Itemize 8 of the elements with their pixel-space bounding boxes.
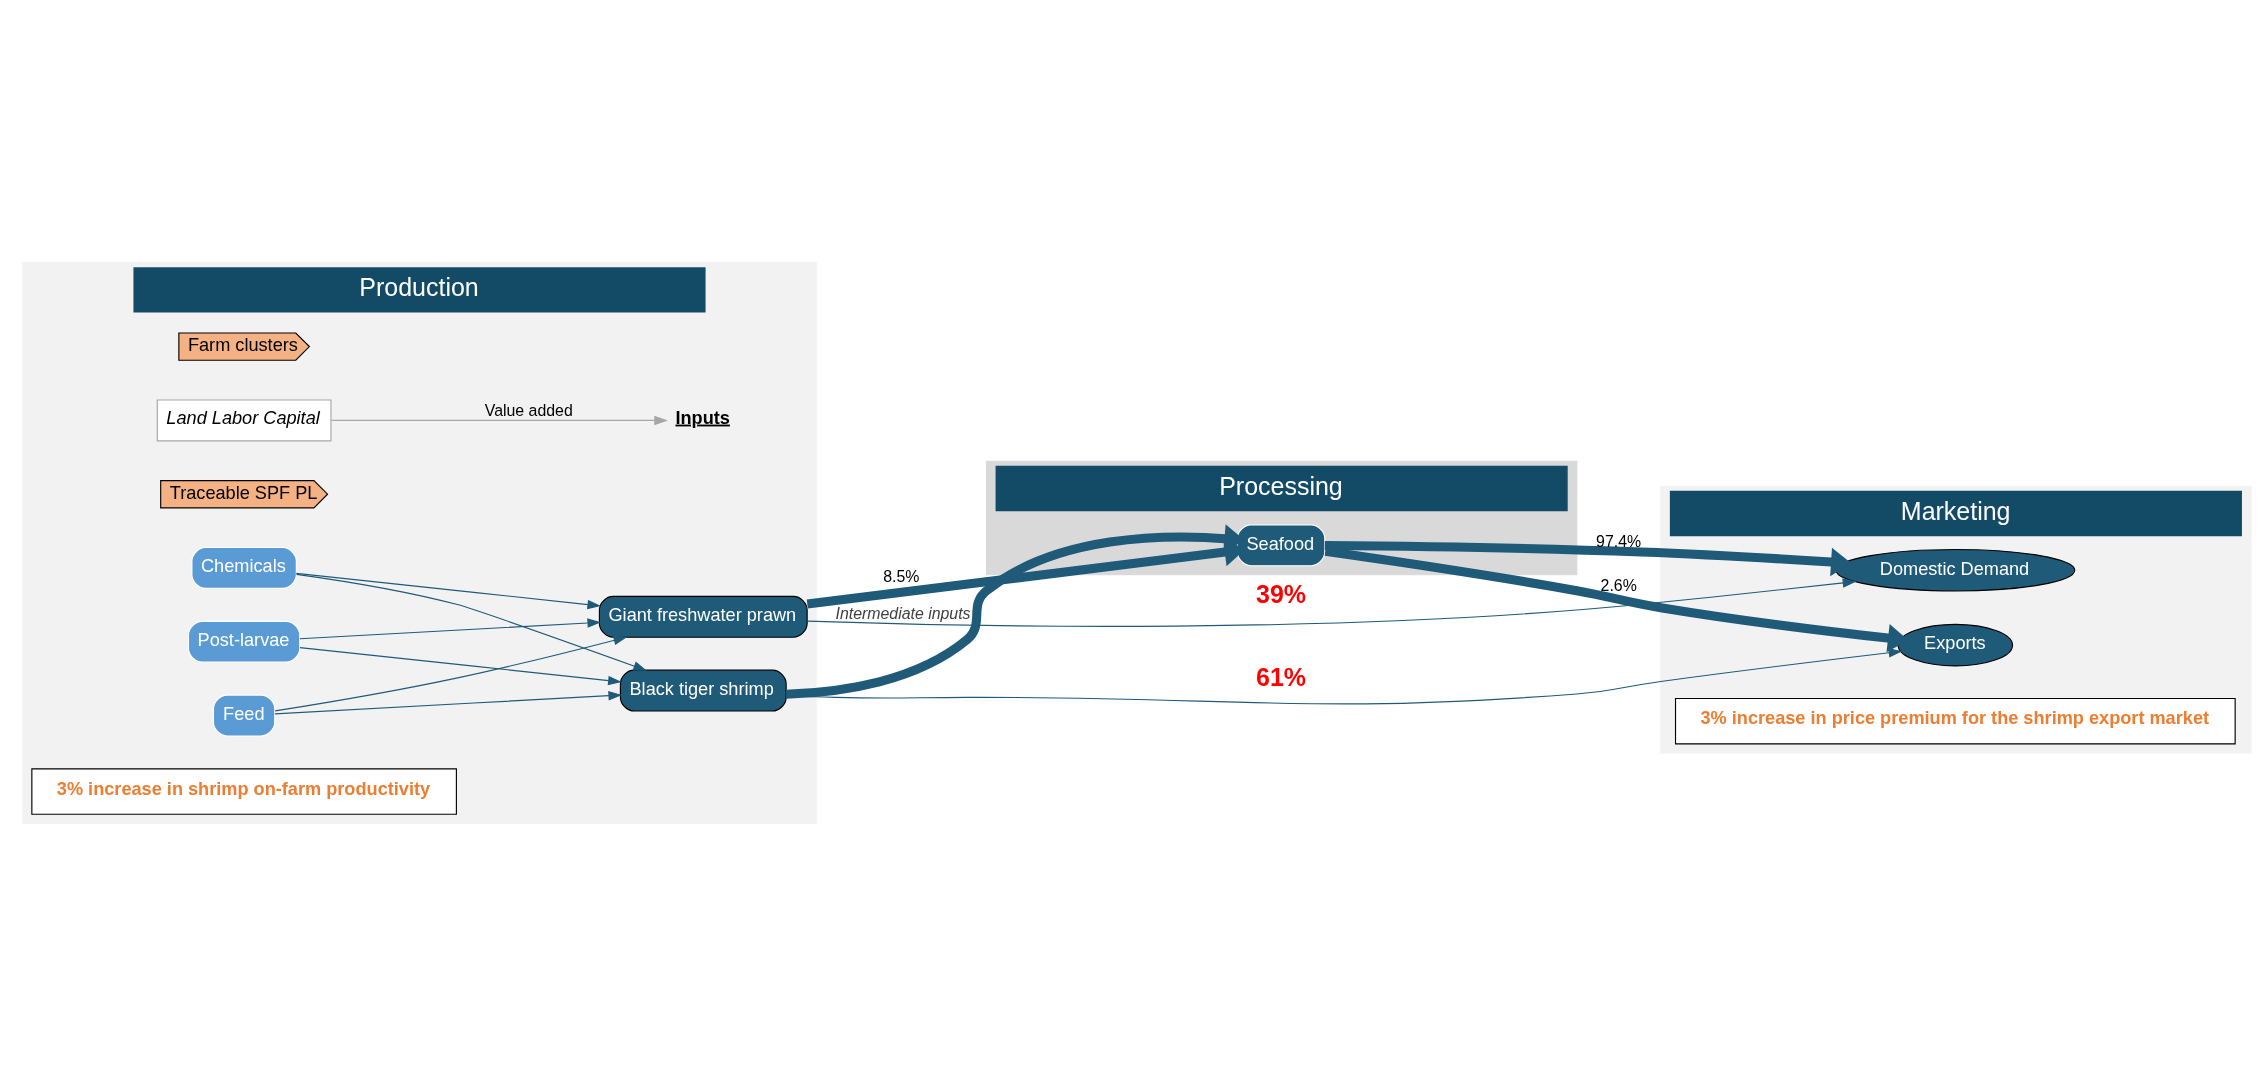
edge-label: 61% (1256, 662, 1307, 691)
node-text: Inputs (675, 407, 730, 428)
edge-label: 2.6% (1600, 576, 1637, 594)
edge-label: 39% (1256, 579, 1307, 608)
edge-label: Value added (484, 401, 573, 419)
edge-label: 97.4% (1596, 532, 1642, 550)
edge-label: Intermediate inputs (835, 604, 971, 622)
edge-label: 8.5% (883, 567, 920, 585)
